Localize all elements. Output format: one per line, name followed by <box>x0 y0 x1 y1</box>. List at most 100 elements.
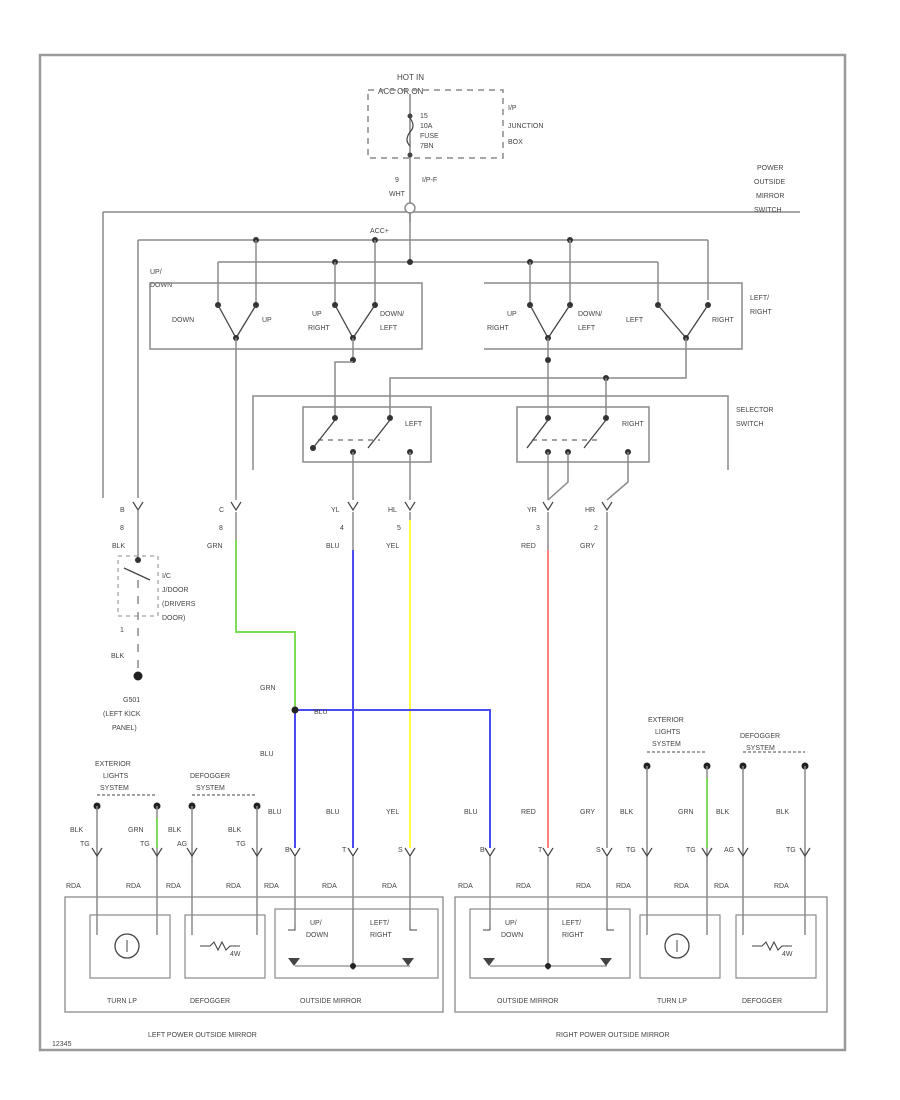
rda-5: RDA <box>264 883 279 890</box>
pin-yl-color: BLU <box>326 543 340 550</box>
lr-up: UP <box>507 311 517 318</box>
rw-color-5: BLK <box>716 809 730 816</box>
right-name-defogger: DEFOGGER <box>742 998 782 1005</box>
door-line4: DOOR) <box>162 615 185 622</box>
lw-color-6: YEL <box>386 809 399 816</box>
pin-b-color: BLK <box>112 543 126 550</box>
left-ext-lights-2: LIGHTS <box>103 773 129 780</box>
pin-hr: HR 2 GRY <box>580 507 598 550</box>
right-turn-lamp-icon <box>664 933 690 959</box>
fuse-amp: 10A <box>420 123 433 130</box>
splice-blu: BLU <box>260 751 274 758</box>
switch-connector-pins: B 8 BLK C 8 GRN YL 4 BLU HL 5 YEL YR 3 R… <box>112 501 613 550</box>
right-motor-icon-1 <box>483 958 495 966</box>
left-motor-icon-1 <box>288 958 300 966</box>
fuse-code: 7BN <box>420 143 434 150</box>
rw-color-6: BLK <box>776 809 790 816</box>
lw-pin-5: T <box>342 847 347 854</box>
left-defog-2: SYSTEM <box>196 785 225 792</box>
rda-13: RDA <box>714 883 729 890</box>
ud-up2: UP <box>312 311 322 318</box>
switch-title-1: POWER <box>757 165 783 172</box>
switch-title-4: SWITCH <box>754 207 782 214</box>
left-name-defogger: DEFOGGER <box>190 998 230 1005</box>
rw-color-4: GRN <box>678 809 694 816</box>
left-name-turn: TURN LP <box>107 998 137 1005</box>
pin-hr-letter: HR <box>585 507 595 514</box>
lw-pin-6: S <box>398 847 403 854</box>
selector-switch: SELECTOR SWITCH LEFT RIGHT <box>302 406 774 501</box>
pin-hl: HL 5 YEL <box>386 507 401 550</box>
rda-3: RDA <box>166 883 181 890</box>
selector-title1: SELECTOR <box>736 407 774 414</box>
mirror-switch-housing: POWER OUTSIDE MIRROR SWITCH <box>102 165 800 498</box>
right-feeds: EXTERIOR LIGHTS SYSTEM DEFOGGER SYSTEM <box>643 717 809 935</box>
ud-up: UP <box>262 317 272 324</box>
connector-labels: RDA RDA RDA RDA RDA RDA RDA RDA RDA RDA … <box>66 883 789 890</box>
right-defog-1: DEFOGGER <box>740 733 780 740</box>
ud-down: DOWN <box>172 317 194 324</box>
selector-left: LEFT <box>405 421 423 428</box>
pin-hl-color: YEL <box>386 543 399 550</box>
pin-c-letter: C <box>219 507 224 514</box>
left-power-outside-mirror: 4W UP/ DOWN LEFT/ RIGHT TURN LP DEFOGGER… <box>64 896 444 1039</box>
rw-pin-4: TG <box>686 847 696 854</box>
rda-7: RDA <box>382 883 397 890</box>
rda-9: RDA <box>516 883 531 890</box>
rda-1: RDA <box>66 883 81 890</box>
door-pin: 1 <box>120 627 124 634</box>
selector-title2: SWITCH <box>736 421 764 428</box>
ud-down-left: DOWN/ <box>380 311 404 318</box>
rda-6: RDA <box>322 883 337 890</box>
left-mirror-lr-1: LEFT/ <box>370 920 389 927</box>
lw-pin-1: TG <box>140 841 150 848</box>
ud-right: RIGHT <box>308 325 331 332</box>
door-line3: (DRIVERS <box>162 601 196 608</box>
pin-b-letter: B <box>120 507 125 514</box>
lr-left: LEFT <box>578 325 596 332</box>
door-line1: I/C <box>162 573 171 580</box>
ground-g501: G501 (LEFT KICK PANEL) <box>103 671 143 732</box>
pin-b-num: 8 <box>120 525 124 532</box>
pin-yr-letter: YR <box>527 507 537 514</box>
lw-color-0: BLK <box>70 827 84 834</box>
rda-12: RDA <box>674 883 689 890</box>
door-line2: J/DOOR <box>162 587 188 594</box>
lr-left2: LEFT <box>626 317 644 324</box>
up-down-switch: UP/ DOWN DOWN UP UP RIGHT DOWN/ LEFT <box>149 240 423 350</box>
splice-grn: GRN <box>260 685 276 692</box>
lw-color-5: BLU <box>326 809 340 816</box>
left-mirror-title: LEFT POWER OUTSIDE MIRROR <box>148 1032 257 1039</box>
pin-c: C 8 GRN <box>207 507 224 550</box>
lw-color-3: BLK <box>228 827 242 834</box>
pin-yl: YL 4 BLU <box>326 507 344 550</box>
right-power-outside-mirror: UP/ DOWN LEFT/ RIGHT 4W OUTSIDE MIRROR T… <box>454 896 828 1039</box>
lr-title1: LEFT/ <box>750 295 769 302</box>
fuse-num: 15 <box>420 113 428 120</box>
right-mirror-updown-1: UP/ <box>505 920 517 927</box>
rw-pin-0: B <box>480 847 485 854</box>
splice-blu-right: BLU <box>314 709 328 716</box>
fuse-wire-color: WHT <box>389 191 406 198</box>
rw-pin-5: AG <box>724 847 734 854</box>
junction-line3: BOX <box>508 139 523 146</box>
left-defogger-icon <box>200 940 240 952</box>
right-ext-lights-2: LIGHTS <box>655 729 681 736</box>
right-mirror-lr-2: RIGHT <box>562 932 585 939</box>
right-motor-icon-2 <box>600 958 612 966</box>
junction-box <box>367 89 504 159</box>
ground-line2: (LEFT KICK <box>103 711 141 718</box>
fuse-hot-label: HOT IN <box>397 73 424 82</box>
fuse-connector: I/P-F <box>422 177 437 184</box>
splice-dot <box>291 706 299 714</box>
right-defogger-symbol: 4W <box>782 951 793 958</box>
left-motor-icon-2 <box>402 958 414 966</box>
ground-line3: PANEL) <box>112 725 137 732</box>
fuse-wire-pin: 9 <box>395 177 399 184</box>
right-name-mirror: OUTSIDE MIRROR <box>497 998 558 1005</box>
ud-left: LEFT <box>380 325 398 332</box>
lw-pin-2: AG <box>177 841 187 848</box>
fuse-block: HOT IN ACC OR ON 15 10A FUSE 7BN I/P JUN… <box>367 73 543 222</box>
right-mirror-lr-1: LEFT/ <box>562 920 581 927</box>
rda-2: RDA <box>126 883 141 890</box>
